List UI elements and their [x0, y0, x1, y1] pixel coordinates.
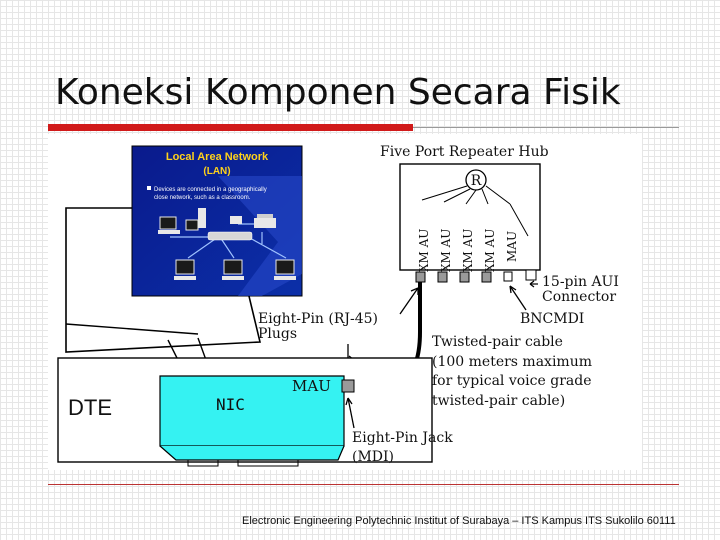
network-diagram-svg: Local Area Network (LAN) Devices are con…	[57, 144, 619, 467]
hub-port	[481, 271, 492, 283]
hub-port-label: MAU	[505, 231, 519, 262]
lan-bullet-line-2: close network, such as a classroom.	[154, 195, 251, 201]
lan-printer-icon	[230, 214, 276, 228]
network-diagram: Local Area Network (LAN) Devices are con…	[48, 134, 642, 470]
lan-slide-subtitle: (LAN)	[203, 166, 230, 177]
plug-label: Plugs	[258, 326, 297, 342]
title-underline-red	[48, 124, 413, 131]
nic-board: NIC MAU	[159, 375, 355, 467]
nic-rj45-jack	[341, 379, 355, 393]
slide-footer: Electronic Engineering Polytechnic Insti…	[242, 515, 676, 527]
lan-slide-title: Local Area Network	[166, 151, 269, 163]
lan-computer-icon	[158, 216, 180, 234]
jack-label: Eight-Pin Jack	[352, 430, 453, 446]
lan-computer-icon	[222, 259, 244, 280]
lan-bullet-line-1: Devices are connected in a geographicall…	[154, 187, 267, 193]
hub-port	[459, 271, 470, 283]
hub-port-label: XM AU	[417, 229, 431, 272]
nic-label: NIC	[216, 395, 245, 414]
cable-label: Twisted-pair cable	[432, 334, 563, 350]
slide-title: Koneksi Komponen Secara Fisik	[55, 72, 621, 113]
title-underline-gray	[413, 127, 679, 128]
lan-inset-slide: Local Area Network (LAN) Devices are con…	[131, 145, 303, 297]
lan-computer-icon	[174, 259, 196, 280]
footer-rule	[48, 484, 679, 485]
hub-port-label: XM AU	[461, 229, 475, 272]
hub-port	[437, 271, 448, 283]
hub-port-label: XM AU	[483, 229, 497, 272]
aui-connector-label: 15-pin AUI	[542, 274, 619, 290]
lan-computer-icon	[274, 259, 296, 280]
hub-port	[415, 271, 426, 283]
repeater-hub: Five Port Repeater Hub R XM AU XM AU XM …	[380, 144, 549, 283]
dte-label: DTE	[68, 395, 112, 420]
bnc-mdi-label: BNCMDI	[520, 311, 584, 327]
mau-label: MAU	[292, 377, 331, 395]
cable-label: twisted-pair cable)	[432, 393, 565, 409]
lan-bullet-marker	[147, 186, 151, 190]
aui-connector-label: Connector	[542, 289, 616, 305]
hub-title: Five Port Repeater Hub	[380, 144, 549, 160]
repeater-label: R	[471, 173, 482, 189]
cable-label: (100 meters maximum	[432, 354, 592, 370]
cable-label: for typical voice grade	[432, 373, 591, 389]
hub-aui-port	[525, 269, 537, 281]
plug-label: Eight-Pin (RJ-45)	[258, 311, 378, 327]
hub-port-label: XM AU	[439, 229, 453, 272]
jack-label: (MDI)	[352, 449, 394, 465]
lan-hub-icon	[207, 231, 253, 241]
hub-bnc-port	[503, 271, 513, 282]
lan-tower-icon	[185, 208, 206, 231]
